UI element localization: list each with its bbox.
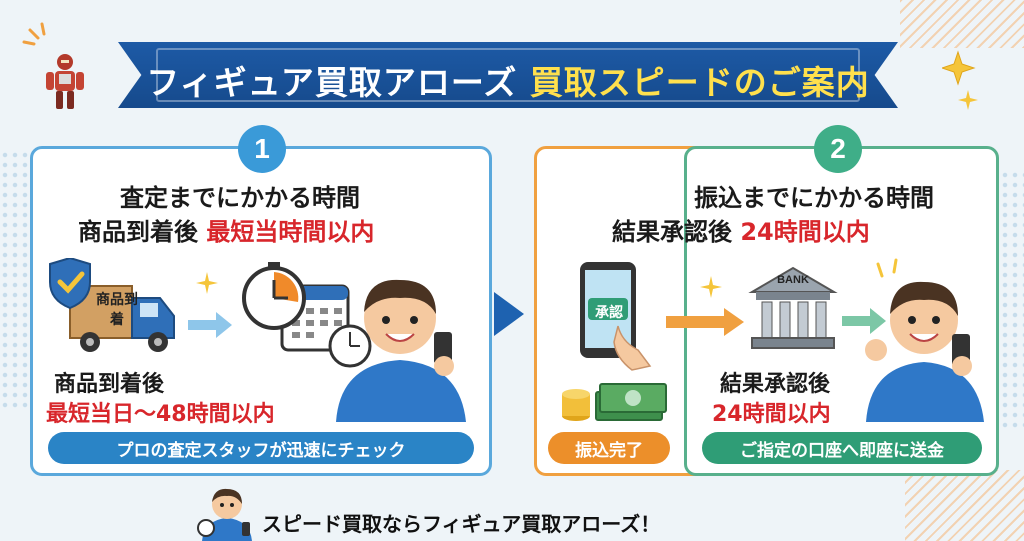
step2-detail-line2: 24時間以内: [712, 402, 831, 427]
footer-person-icon: [197, 488, 252, 541]
happy-person-with-phone-icon: [865, 258, 984, 422]
bank-label: BANK: [777, 274, 809, 286]
bank-building-icon: [748, 266, 838, 349]
step2-number-badge: 2: [814, 125, 862, 173]
flow-arrow-icon: [666, 308, 744, 336]
spark-lines-icon: [22, 22, 46, 46]
step2-pill: ご指定の口座へ即座に送金: [702, 432, 982, 464]
stripe-pattern: [900, 0, 1024, 48]
transfer-complete-pill: 振込完了: [548, 432, 670, 464]
step1-detail-line2: 最短当日〜48時間以内: [46, 402, 275, 427]
title-banner: フィギュア買取アローズ 買取スピードのご案内: [118, 36, 898, 114]
step1-pill: プロの査定スタッフが迅速にチェック: [48, 432, 474, 464]
staff-person-with-phone-icon: [328, 279, 466, 422]
money-stack-icon: [562, 383, 667, 421]
step1-heading: 査定までにかかる時間: [120, 184, 360, 212]
sparkle-icon: [196, 272, 218, 294]
step2-subheading: 結果承認後 24時間以内: [612, 218, 870, 246]
banner-title: フィギュア買取アローズ 買取スピードのご案内: [146, 63, 870, 102]
step2-detail-line1: 結果承認後: [720, 372, 831, 397]
step1-subheading: 商品到着後 最短当時間以内: [78, 218, 375, 246]
truck-box-label: 商品到着: [96, 292, 138, 328]
step2-heading: 振込までにかかる時間: [694, 184, 934, 212]
sparkle-icon: [942, 50, 978, 110]
flow-arrow-icon: [842, 308, 886, 334]
delivery-truck-icon: [49, 258, 175, 352]
phone-approve-label: 承認: [595, 305, 623, 321]
figure-mascot-icon: [46, 54, 84, 109]
smartphone-approve-icon: [580, 262, 652, 371]
step1-number-badge: 1: [238, 125, 286, 173]
stripe-pattern-bottom: [905, 470, 1024, 541]
stopwatch-calendar-icon: [242, 262, 350, 352]
step-arrow-icon: [494, 292, 524, 336]
flow-arrow-icon: [188, 312, 232, 338]
sparkle-icon: [700, 276, 722, 298]
footer-tagline: スピード買取ならフィギュア買取アローズ！: [262, 512, 661, 536]
step1-detail-line1: 商品到着後: [54, 372, 165, 397]
